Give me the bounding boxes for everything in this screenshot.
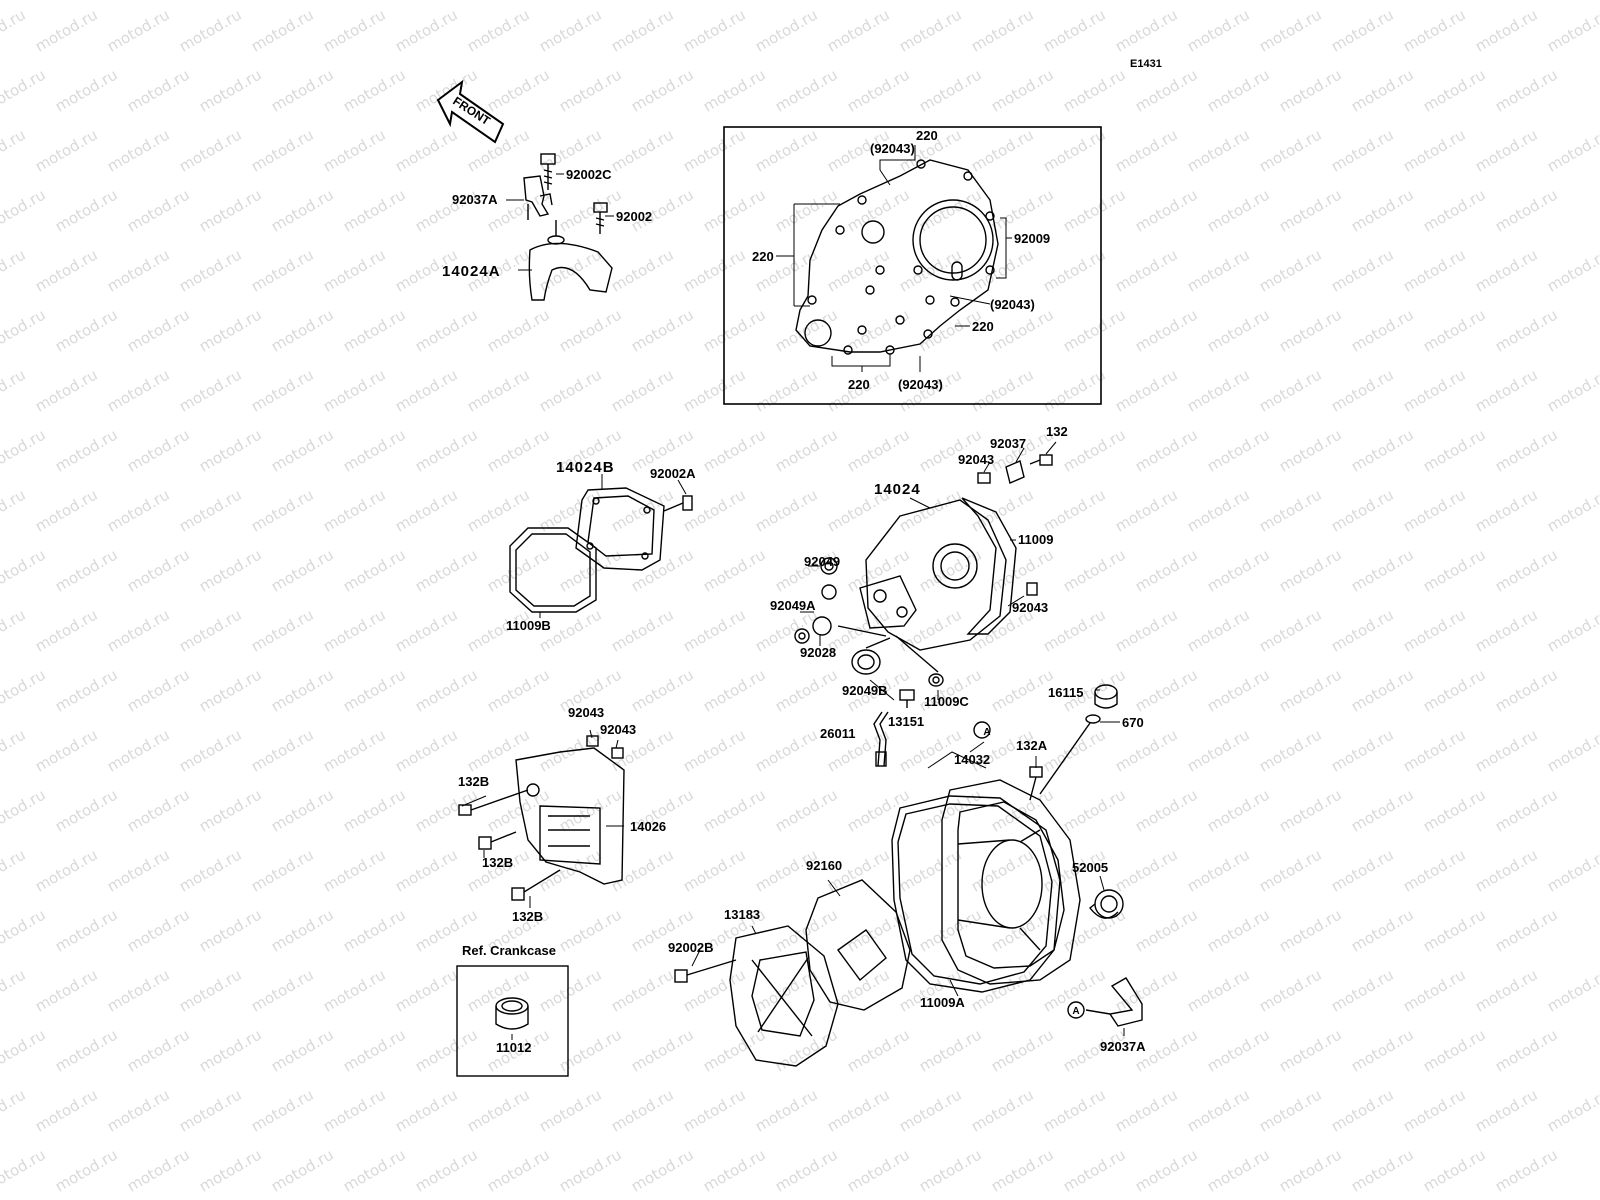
- seals-92049-92028-drawing: [794, 557, 944, 687]
- oring-670-drawing: [1039, 714, 1101, 795]
- bolts-132b-drawing: [458, 789, 561, 901]
- label-92028: 92028: [800, 645, 836, 660]
- label-92043-d: 92043: [600, 722, 636, 737]
- label-92043-bottom: (92043): [898, 377, 943, 392]
- label-92160: 92160: [806, 858, 842, 873]
- label-92009: 92009: [1014, 231, 1050, 246]
- clamp-92037a-bottom-drawing: [1085, 977, 1143, 1027]
- cover-14024a-drawing: [528, 220, 613, 301]
- label-92049: 92049: [804, 554, 840, 569]
- label-92049a: 92049A: [770, 598, 816, 613]
- label-92002b: 92002B: [668, 940, 714, 955]
- label-92043-right: (92043): [990, 297, 1035, 312]
- label-92049b: 92049B: [842, 683, 888, 698]
- label-92002c: 92002C: [566, 167, 612, 182]
- small-parts-92043-92037-132: [977, 454, 1053, 596]
- front-arrow-icon: [436, 79, 505, 144]
- cap-16115-drawing: [1094, 684, 1118, 709]
- label-92002a: 92002A: [650, 466, 696, 481]
- cover-14032-drawing: [941, 766, 1081, 985]
- gasket-detail-frame: [723, 126, 1102, 405]
- plug-11012-drawing: [495, 997, 529, 1030]
- bolt-92002a-drawing: [663, 495, 693, 512]
- label-13151: 13151: [888, 714, 924, 729]
- cover-14026-drawing: [515, 735, 625, 885]
- circle-marker-a-top: [973, 721, 991, 739]
- label-220-right: 220: [972, 319, 994, 334]
- gasket-11009b-drawing: [509, 527, 597, 613]
- label-14024a: 14024A: [442, 263, 501, 280]
- cover-14024-drawing: [859, 499, 1007, 651]
- label-92043-a: 92043: [958, 452, 994, 467]
- label-92002: 92002: [616, 209, 652, 224]
- label-132: 132: [1046, 424, 1068, 439]
- circle-marker-a-top-label: A: [983, 727, 990, 738]
- label-92043-b: 92043: [1012, 600, 1048, 615]
- label-13183: 13183: [724, 907, 760, 922]
- bolt-92002b-drawing: [674, 959, 737, 983]
- bolt-92002c-drawing: [540, 153, 556, 190]
- seal-52005-drawing: [1089, 889, 1124, 919]
- label-92037a-bottom: 92037A: [1100, 1039, 1146, 1054]
- fitting-13151-drawing: [899, 689, 915, 708]
- label-16115: 16115: [1048, 685, 1083, 700]
- label-132a: 132A: [1016, 738, 1048, 753]
- label-220-bottom: 220: [848, 377, 870, 392]
- label-132b-b: 132B: [482, 855, 513, 870]
- label-52005: 52005: [1072, 860, 1108, 875]
- cover-13183-drawing: [729, 925, 839, 1067]
- label-92043-top: (92043): [870, 141, 915, 156]
- label-92037a-top: 92037A: [452, 192, 498, 207]
- gasket-220-drawing: [795, 159, 999, 355]
- label-26011: 26011: [820, 726, 855, 741]
- label-132b-c: 132B: [512, 909, 543, 924]
- label-14026: 14026: [630, 819, 666, 834]
- leader-lines: [461, 145, 1125, 1040]
- label-220-left: 220: [752, 249, 774, 264]
- label-11009a: 11009A: [920, 995, 965, 1010]
- bolt-92002-drawing: [593, 202, 608, 234]
- clamp-92037a-drawing: [523, 175, 553, 220]
- label-92043-c: 92043: [568, 705, 604, 720]
- label-220-top: 220: [916, 128, 938, 143]
- label-92037: 92037: [990, 436, 1026, 451]
- circle-marker-a-bottom-label: A: [1072, 1006, 1079, 1017]
- pipe-26011-drawing: [873, 711, 889, 767]
- label-14024: 14024: [874, 481, 921, 498]
- diagram-code: E1431: [1130, 58, 1162, 70]
- label-14032: 14032: [954, 752, 990, 767]
- label-132b-a: 132B: [458, 774, 489, 789]
- label-11009: 11009: [1018, 532, 1053, 547]
- gasket-11009-drawing: [961, 497, 1017, 635]
- label-11009b: 11009B: [506, 618, 551, 633]
- gasket-11009a-drawing: [891, 795, 1061, 993]
- label-11009c: 11009C: [924, 694, 969, 709]
- ref-crankcase-frame: [456, 965, 569, 1077]
- cover-14024b-drawing: [575, 487, 665, 571]
- gasket-92160-drawing: [805, 879, 911, 1011]
- label-670: 670: [1122, 715, 1144, 730]
- circle-marker-a-bottom: [1067, 1001, 1085, 1019]
- label-11012: 11012: [496, 1040, 531, 1055]
- label-14024b: 14024B: [556, 459, 615, 476]
- ref-crankcase-title: Ref. Crankcase: [462, 943, 556, 958]
